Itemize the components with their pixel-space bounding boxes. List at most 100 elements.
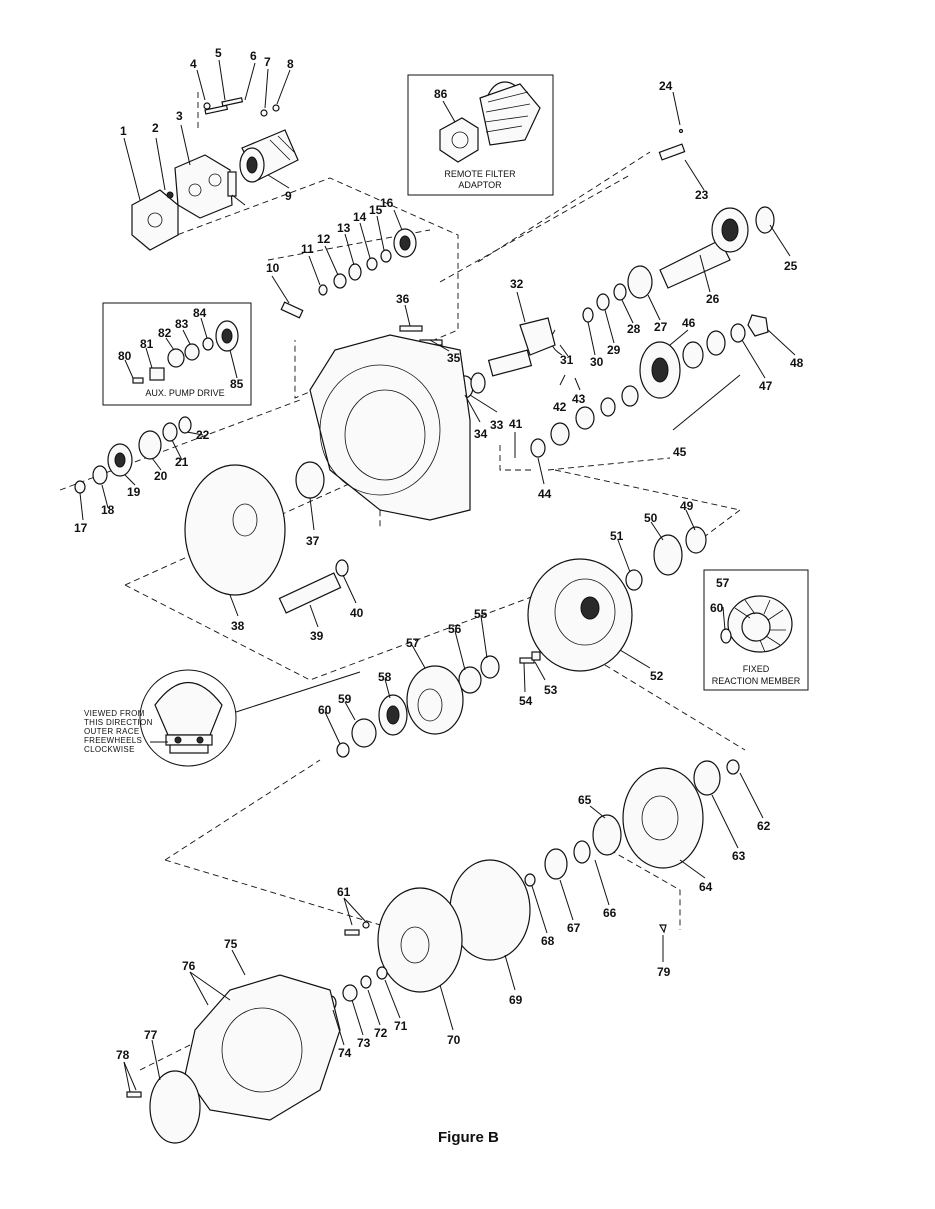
callout-52: 52 bbox=[650, 669, 664, 683]
callout-34: 34 bbox=[474, 427, 488, 441]
callout-42: 42 bbox=[553, 400, 567, 414]
callout-51: 51 bbox=[610, 529, 624, 543]
callout-75: 75 bbox=[224, 937, 238, 951]
callout-4: 4 bbox=[190, 57, 197, 71]
callout-10: 10 bbox=[266, 261, 280, 275]
callout-44: 44 bbox=[538, 487, 552, 501]
callout-26: 26 bbox=[706, 292, 720, 306]
callout-77: 77 bbox=[144, 1028, 158, 1042]
callout-19: 19 bbox=[127, 485, 141, 499]
callout-30: 30 bbox=[590, 355, 604, 369]
callout-80: 80 bbox=[118, 349, 132, 363]
callout-2: 2 bbox=[152, 121, 159, 135]
callout-57-inset: 57 bbox=[716, 576, 730, 590]
callout-7: 7 bbox=[264, 55, 271, 69]
callout-11: 11 bbox=[301, 242, 314, 256]
callout-25: 25 bbox=[784, 259, 798, 273]
callout-84: 84 bbox=[193, 306, 207, 320]
callout-28: 28 bbox=[627, 322, 641, 336]
callout-86: 86 bbox=[434, 87, 448, 101]
callout-85: 85 bbox=[230, 377, 244, 391]
callout-12: 12 bbox=[317, 232, 331, 246]
callout-39: 39 bbox=[310, 629, 324, 643]
callout-40: 40 bbox=[350, 606, 364, 620]
callout-59: 59 bbox=[338, 692, 352, 706]
callout-24: 24 bbox=[659, 79, 673, 93]
callout-20: 20 bbox=[154, 469, 168, 483]
callout-50: 50 bbox=[644, 511, 658, 525]
figure-caption: Figure B bbox=[438, 1129, 499, 1146]
callout-64: 64 bbox=[699, 880, 713, 894]
viewed-note-5: CLOCKWISE bbox=[84, 745, 135, 754]
callout-82: 82 bbox=[158, 326, 172, 340]
callout-14: 14 bbox=[353, 210, 367, 224]
callout-55: 55 bbox=[474, 607, 488, 621]
callout-60: 60 bbox=[318, 703, 332, 717]
aux-pump-label: AUX. PUMP DRIVE bbox=[145, 388, 224, 398]
callout-6: 6 bbox=[250, 49, 257, 63]
callout-53: 53 bbox=[544, 683, 558, 697]
inset-remote-filter: REMOTE FILTER ADAPTOR bbox=[407, 74, 554, 196]
callout-17: 17 bbox=[74, 521, 88, 535]
callout-69: 69 bbox=[509, 993, 523, 1007]
callout-9: 9 bbox=[285, 189, 292, 203]
callout-16: 16 bbox=[380, 196, 394, 210]
callout-leaders bbox=[79, 59, 796, 1093]
callout-23: 23 bbox=[695, 188, 709, 202]
callout-54: 54 bbox=[519, 694, 533, 708]
callout-60-inset: 60 bbox=[710, 601, 724, 615]
callout-27: 27 bbox=[654, 320, 668, 334]
callout-36: 36 bbox=[396, 292, 410, 306]
fixed-reaction-label-1: FIXED bbox=[743, 664, 770, 674]
callout-22: 22 bbox=[196, 428, 210, 442]
callout-56: 56 bbox=[448, 622, 462, 636]
callout-63: 63 bbox=[732, 849, 746, 863]
callout-5: 5 bbox=[215, 46, 222, 60]
callout-41: 41 bbox=[509, 417, 523, 431]
viewed-note-4: FREEWHEELS bbox=[84, 736, 142, 745]
viewed-note-3: OUTER RACE bbox=[84, 727, 139, 736]
callout-3: 3 bbox=[176, 109, 183, 123]
callout-38: 38 bbox=[231, 619, 245, 633]
viewed-note-2: THIS DIRECTION bbox=[84, 718, 153, 727]
remote-filter-label-1: REMOTE FILTER bbox=[444, 169, 516, 179]
callout-68: 68 bbox=[541, 934, 555, 948]
callout-74: 74 bbox=[338, 1046, 352, 1060]
callout-1: 1 bbox=[120, 124, 127, 138]
callout-66: 66 bbox=[603, 906, 617, 920]
callout-49: 49 bbox=[680, 499, 694, 513]
parts-drawings bbox=[74, 97, 775, 1144]
callout-13: 13 bbox=[337, 221, 351, 235]
callout-21: 21 bbox=[175, 455, 189, 469]
callout-15: 15 bbox=[369, 203, 383, 217]
inset-fixed-reaction-member: FIXED REACTION MEMBER bbox=[703, 569, 809, 691]
callout-72: 72 bbox=[374, 1026, 388, 1040]
callout-70: 70 bbox=[447, 1033, 461, 1047]
callout-78: 78 bbox=[116, 1048, 130, 1062]
callout-37: 37 bbox=[306, 534, 320, 548]
fixed-reaction-label-2: REACTION MEMBER bbox=[712, 676, 801, 686]
callout-numbers: 1 2 3 4 5 6 7 8 9 10 11 12 13 14 15 16 1… bbox=[74, 46, 804, 1062]
callout-67: 67 bbox=[567, 921, 581, 935]
callout-46: 46 bbox=[682, 316, 696, 330]
callout-43: 43 bbox=[572, 392, 586, 406]
callout-29: 29 bbox=[607, 343, 621, 357]
callout-48: 48 bbox=[790, 356, 804, 370]
callout-61: 61 bbox=[337, 885, 351, 899]
callout-57: 57 bbox=[406, 636, 420, 650]
callout-32: 32 bbox=[510, 277, 524, 291]
callout-18: 18 bbox=[101, 503, 115, 517]
callout-76: 76 bbox=[182, 959, 196, 973]
callout-45: 45 bbox=[673, 445, 687, 459]
callout-83: 83 bbox=[175, 317, 189, 331]
callout-35: 35 bbox=[447, 351, 461, 365]
callout-33: 33 bbox=[490, 418, 504, 432]
callout-58: 58 bbox=[378, 670, 392, 684]
callout-8: 8 bbox=[287, 57, 294, 71]
inset-aux-pump-drive: AUX. PUMP DRIVE bbox=[102, 302, 252, 406]
callout-73: 73 bbox=[357, 1036, 371, 1050]
freewheel-detail-view: VIEWED FROM THIS DIRECTION OUTER RACE FR… bbox=[84, 669, 361, 767]
callout-71: 71 bbox=[394, 1019, 408, 1033]
callout-31: 31 bbox=[560, 353, 574, 367]
callout-47: 47 bbox=[759, 379, 773, 393]
